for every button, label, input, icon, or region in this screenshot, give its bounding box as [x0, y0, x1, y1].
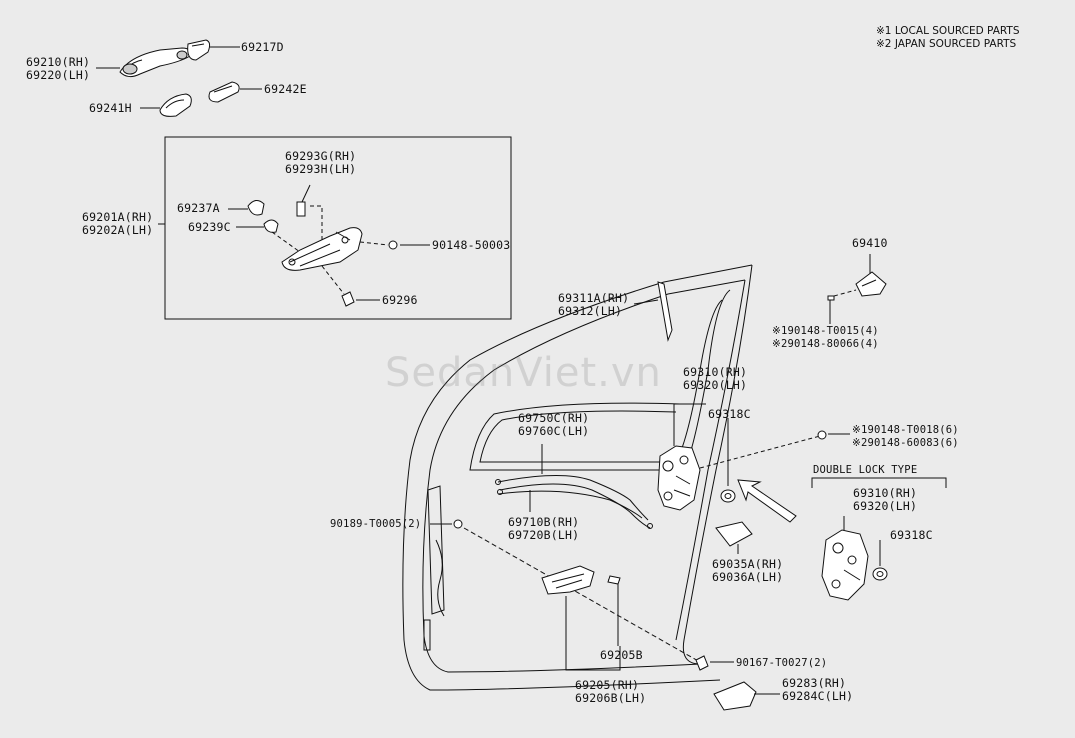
part-label-69318C[interactable]: 69318C — [708, 407, 751, 421]
part-label-69237A[interactable]: 69237A — [177, 201, 220, 215]
part-label-69202A[interactable]: 69202A(LH) — [82, 223, 154, 237]
bolt-90148-50003-part — [388, 240, 398, 250]
part-label-69220[interactable]: 69220(LH) — [26, 68, 91, 82]
part-label-69311A[interactable]: 69311A(RH) — [558, 291, 630, 305]
double-lock-type-heading: DOUBLE LOCK TYPE — [813, 464, 918, 476]
door-outline — [402, 264, 753, 691]
part-label-69217D[interactable]: 69217D — [241, 40, 284, 54]
handle-pad-front-part — [208, 81, 240, 103]
door-striker-part — [855, 271, 887, 297]
clip-69293-part — [296, 201, 306, 217]
part-label-69310-double[interactable]: 69310(RH) — [853, 486, 918, 500]
part-label-69242E[interactable]: 69242E — [264, 82, 307, 96]
part-label-69239C[interactable]: 69239C — [188, 220, 231, 234]
part-label-69710B[interactable]: 69710B(RH) — [508, 515, 580, 529]
part-label-90189-T0005[interactable]: 90189-T0005(2) — [330, 518, 422, 530]
handle-pad-rear-part — [159, 93, 192, 117]
part-label-69410[interactable]: 69410 — [852, 236, 888, 250]
screw-69296-part — [341, 291, 355, 307]
part-label-69310[interactable]: 69310(RH) — [683, 365, 748, 379]
part-label-69284C[interactable]: 69284C(LH) — [782, 689, 854, 703]
legend-local-sourced: ※1 LOCAL SOURCED PARTS — [876, 25, 1020, 37]
door-lock-part — [657, 445, 701, 511]
legend: ※1 LOCAL SOURCED PARTS ※2 JAPAN SOURCED … — [876, 25, 1020, 51]
part-label-69320-double[interactable]: 69320(LH) — [853, 499, 918, 513]
part-label-90148-80066[interactable]: ※290148-80066(4) — [772, 338, 879, 350]
outside-handle-part — [119, 47, 191, 78]
part-label-69720B[interactable]: 69720B(LH) — [508, 528, 580, 542]
part-label-90167-T0027[interactable]: 90167-T0027(2) — [736, 657, 828, 669]
part-label-69293G[interactable]: 69293G(RH) — [285, 149, 357, 163]
part-label-69283[interactable]: 69283(RH) — [782, 676, 847, 690]
part-label-90148-T0018[interactable]: ※190148-T0018(6) — [852, 424, 959, 436]
grommet-69239C-part — [263, 219, 279, 233]
handle-cap-part — [187, 39, 211, 61]
part-label-69296[interactable]: 69296 — [382, 293, 418, 307]
glass-run-channel-part — [657, 281, 673, 342]
part-label-69293H[interactable]: 69293H(LH) — [285, 162, 357, 176]
handle-cover-part — [713, 681, 757, 711]
part-label-69205[interactable]: 69205(RH) — [575, 678, 640, 692]
legend-japan-sourced: ※2 JAPAN SOURCED PARTS — [876, 38, 1017, 50]
lock-cable-part — [495, 475, 653, 529]
part-label-90148-60083[interactable]: ※290148-60083(6) — [852, 437, 959, 449]
part-label-90148-50003[interactable]: 90148-50003 — [432, 238, 511, 252]
handle-frame-part — [281, 227, 363, 271]
part-label-69318C-double[interactable]: 69318C — [890, 528, 933, 542]
part-label-69241H[interactable]: 69241H — [89, 101, 132, 115]
part-label-69201A[interactable]: 69201A(RH) — [82, 210, 154, 224]
part-label-69036A[interactable]: 69036A(LH) — [712, 570, 784, 584]
part-label-69750C[interactable]: 69750C(RH) — [518, 411, 590, 425]
part-label-69206B[interactable]: 69206B(LH) — [575, 691, 647, 705]
double-lock-part — [821, 529, 869, 601]
part-label-69312[interactable]: 69312(LH) — [558, 304, 623, 318]
part-label-69760C[interactable]: 69760C(LH) — [518, 424, 590, 438]
lock-protector-part — [715, 521, 753, 547]
watermark: SedanViet.vn — [385, 350, 662, 396]
part-label-69035A[interactable]: 69035A(RH) — [712, 557, 784, 571]
grommet-69237A-part — [247, 200, 265, 216]
part-label-69210[interactable]: 69210(RH) — [26, 55, 91, 69]
part-label-69320[interactable]: 69320(LH) — [683, 378, 748, 392]
lock-cushion-69318C-part — [720, 489, 736, 503]
part-label-69205B[interactable]: 69205B — [600, 648, 643, 662]
handle-frame-inset-box — [164, 136, 512, 320]
inside-handle-part — [541, 565, 595, 595]
part-label-90148-T0015[interactable]: ※190148-T0015(4) — [772, 325, 879, 337]
